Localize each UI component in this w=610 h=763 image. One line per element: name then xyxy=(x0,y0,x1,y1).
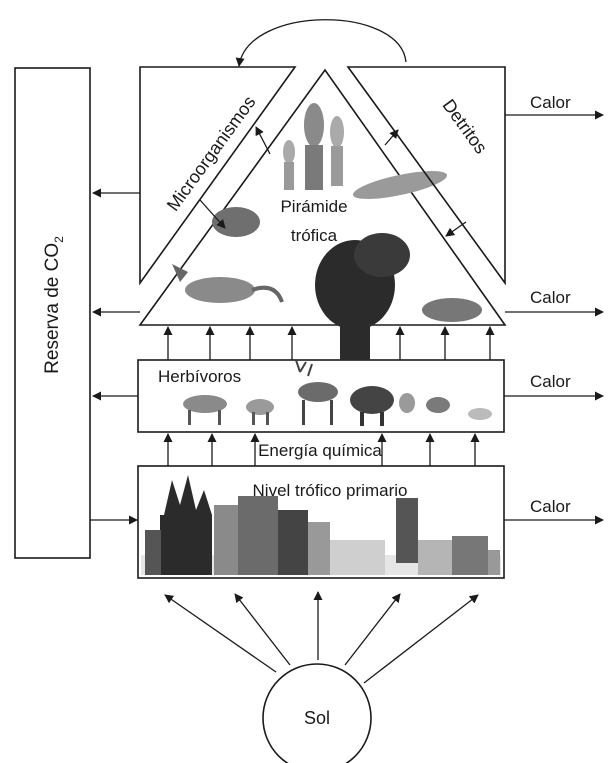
pyramid-label-line1: Pirámide xyxy=(280,197,347,216)
chemical-energy-label: Energía química xyxy=(258,441,382,460)
co2-reserve-label: Reserva de CO2 xyxy=(42,236,66,374)
heat-label-2: Calor xyxy=(530,288,571,307)
recycle-arc-arrow xyxy=(239,20,406,66)
arrows-herbivores-to-pyramid xyxy=(168,327,490,360)
heat-label-3: Calor xyxy=(530,372,571,391)
herbivores-label: Herbívoros xyxy=(158,367,241,386)
microorganisms-panel xyxy=(140,67,295,283)
heat-label-1: Calor xyxy=(530,93,571,112)
arrows-to-co2-reserve xyxy=(93,193,140,396)
sun-label: Sol xyxy=(304,708,330,728)
heat-label-4: Calor xyxy=(530,497,571,516)
microorganisms-label: Microorganismos xyxy=(163,92,260,215)
pyramid-label-line2: trófica xyxy=(291,226,338,245)
detritus-label: Detritos xyxy=(439,96,492,158)
primary-level-label: Nivel trófico primario xyxy=(253,481,408,500)
heat-output-arrows xyxy=(504,115,603,520)
